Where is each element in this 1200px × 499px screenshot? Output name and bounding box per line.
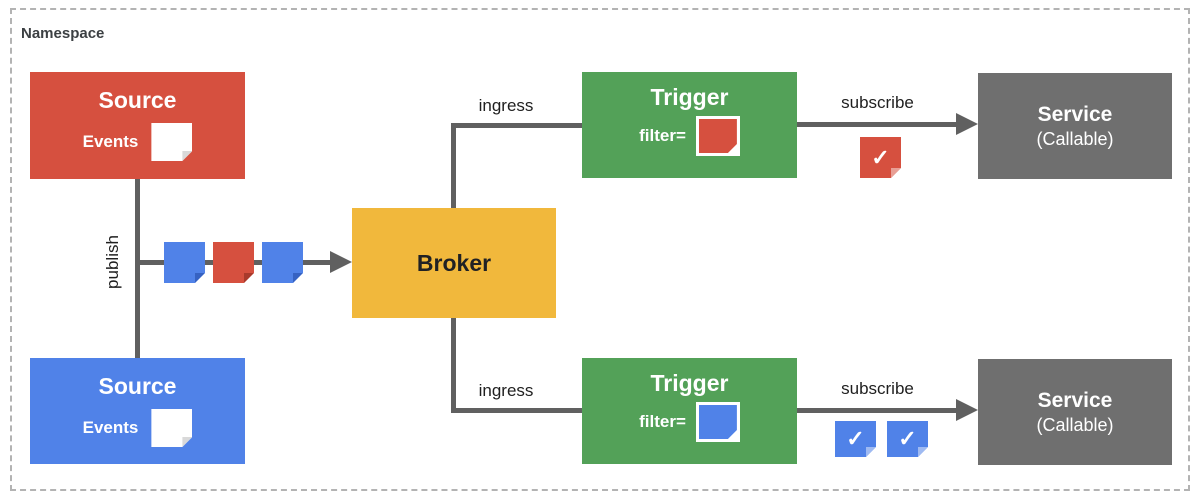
- source-title: Source: [98, 87, 177, 113]
- broker-node: Broker: [352, 208, 556, 318]
- ingress-top-horizontal-line: [451, 123, 582, 128]
- events-label: Events: [82, 132, 139, 151]
- service-node-top: Service (Callable): [978, 73, 1172, 179]
- subscribe-top-arrowhead-icon: [956, 113, 978, 135]
- subscribe-bottom-line: [797, 408, 956, 413]
- checkmark-glyph: ✓: [898, 426, 917, 451]
- filter-label: filter=: [639, 126, 686, 145]
- service-node-bottom: Service (Callable): [978, 359, 1172, 465]
- publish-arrowhead-icon: [330, 251, 352, 273]
- service-title: Service: [1037, 102, 1113, 126]
- namespace-boundary: [10, 8, 1190, 491]
- subscribe-top-line: [797, 122, 956, 127]
- ingress-bottom-edge-label: ingress: [478, 381, 534, 400]
- subscribe-top-edge-label: subscribe: [841, 93, 914, 112]
- source-node-bottom: Source Events: [30, 358, 245, 464]
- checkmark-glyph: ✓: [871, 144, 890, 170]
- event-doc-icon-blue: [262, 242, 303, 283]
- filter-label: filter=: [639, 412, 686, 431]
- delivered-event-icon-blue: ✓: [835, 421, 876, 457]
- trigger-node-bottom: Trigger filter=: [582, 358, 797, 464]
- ingress-bottom-horizontal-line: [451, 408, 582, 413]
- ingress-top-vertical-line: [451, 123, 456, 208]
- trigger-title: Trigger: [650, 84, 729, 110]
- trigger-title: Trigger: [650, 370, 729, 396]
- broker-title: Broker: [416, 249, 492, 276]
- ingress-bottom-vertical-line: [451, 318, 456, 413]
- filter-doc-icon-blue: [695, 402, 740, 442]
- subscribe-bottom-edge-label: subscribe: [841, 379, 914, 398]
- source-title: Source: [98, 373, 177, 399]
- service-subtitle: (Callable): [1036, 414, 1114, 435]
- delivered-event-icon-red: ✓: [860, 137, 901, 178]
- event-document-icon: [151, 409, 192, 447]
- service-title: Service: [1037, 388, 1113, 412]
- source-node-top: Source Events: [30, 72, 245, 179]
- event-document-icon: [151, 123, 192, 161]
- publish-edge-label: publish: [103, 235, 122, 289]
- ingress-top-edge-label: ingress: [478, 96, 534, 115]
- service-subtitle: (Callable): [1036, 128, 1114, 149]
- trigger-node-top: Trigger filter=: [582, 72, 797, 178]
- publish-vertical-line: [135, 179, 140, 358]
- checkmark-glyph: ✓: [846, 426, 865, 451]
- namespace-label: Namespace: [21, 25, 105, 42]
- events-label: Events: [82, 418, 139, 437]
- delivered-event-icon-blue: ✓: [887, 421, 928, 457]
- event-doc-icon-blue: [164, 242, 205, 283]
- filter-doc-icon-red: [695, 116, 740, 156]
- subscribe-bottom-arrowhead-icon: [956, 399, 978, 421]
- event-doc-icon-red: [213, 242, 254, 283]
